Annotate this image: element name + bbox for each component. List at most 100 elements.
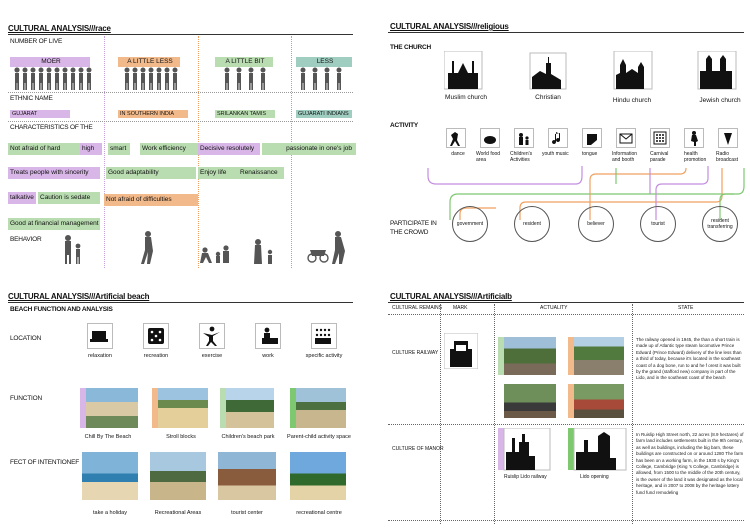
col-header-state: STATE <box>678 305 694 311</box>
function-4: Parent-child activity space <box>287 434 351 440</box>
manor-silhouettes <box>498 428 627 471</box>
information-icon <box>616 128 636 148</box>
radio-icon <box>718 128 738 148</box>
effect-1: take a holiday <box>93 510 127 516</box>
tourist-center-photo <box>218 452 276 500</box>
food-icon <box>480 128 500 148</box>
trait-caution: Caution is sedate <box>38 192 100 204</box>
activity-glyphs <box>450 131 732 146</box>
location-1: relaxation <box>88 353 112 359</box>
activity-1: dance <box>451 151 465 157</box>
recreational-area-photo <box>150 452 206 500</box>
activity-5: tongue <box>582 151 598 157</box>
music-icon <box>548 128 568 148</box>
manor-mark-area <box>444 428 494 468</box>
group-label-3: A LITTLE BIT <box>215 57 273 67</box>
location-5: specific activity <box>305 353 343 359</box>
number-of-live-label: NUMBER OF LIVE <box>10 38 63 45</box>
beach-subtitle: BEACH FUNCTION AND ANALYSIS <box>10 306 113 313</box>
location-4: work <box>262 353 274 359</box>
ethnic-2: IN SOUTHERN INDIA <box>118 110 188 118</box>
specific-activity-icon <box>311 323 337 349</box>
manor-caption-1: Ruislip Lido railway <box>504 474 547 480</box>
trait-enjoy-life: Enjoy life <box>198 167 246 179</box>
dance-icon <box>446 128 466 148</box>
behavior-figures <box>65 231 345 264</box>
health-icon <box>684 128 704 148</box>
behavior-label: BEHAVIOR <box>10 236 42 243</box>
church-label: THE CHURCH <box>390 44 431 51</box>
group-label-4: LESS <box>296 57 352 67</box>
church-silhouettes <box>444 51 737 90</box>
location-label: LOCATION <box>10 335 42 342</box>
parent-child-photo <box>296 388 346 428</box>
work-icon <box>255 323 281 349</box>
race-title: CULTURAL ANALYSIS///race <box>8 24 111 33</box>
holiday-photo <box>82 452 138 500</box>
activity-8: health promotion <box>684 151 707 163</box>
parade-icon <box>650 128 670 148</box>
row-railway-name: CULTURE RAILWAY <box>392 350 439 356</box>
activity-6: Information and booth <box>612 151 638 163</box>
trait-talkative: talkative <box>8 192 36 204</box>
activity-4: youth music <box>542 151 569 157</box>
trait-smart: smart <box>108 143 130 155</box>
children-park-photo <box>226 388 274 428</box>
location-2: recreation <box>143 353 169 359</box>
railway-photo-3 <box>504 384 556 418</box>
function-label: FUNCTION <box>10 395 42 402</box>
trait-renaissance: Renaissance <box>238 167 284 179</box>
exercise-icon <box>199 323 225 349</box>
railway-photo-4 <box>574 384 624 418</box>
relaxation-icon <box>87 323 113 349</box>
ethnic-name-label: ETHNIC NAME <box>10 95 53 102</box>
row-railway-state: The railway opened in 1945, the than a s… <box>636 337 742 381</box>
location-3: exercise <box>201 353 223 359</box>
group-label-2: A LITTLE LESS <box>118 57 180 67</box>
tongue-icon <box>582 128 602 148</box>
trait-adaptability: Good adaptability <box>106 167 196 179</box>
location-glyphs <box>90 326 331 346</box>
function-2: Stroll blocks <box>166 434 196 440</box>
activity-7: Carnival parade <box>650 151 669 163</box>
activity-9: Radio broadcast <box>716 151 738 163</box>
col-header-remains: CULTURAL REMAINS <box>392 305 443 311</box>
trait-hardwork: Not afraid of hard <box>8 143 88 155</box>
railway-mark-icon <box>444 333 478 369</box>
activity-label: ACTIVITY <box>390 122 419 129</box>
group-label-1: MOER <box>10 57 90 67</box>
crowd-believer: believer <box>578 206 614 242</box>
activity-3: Children's Activities <box>510 151 533 163</box>
trait-efficiency: Work efficiency <box>140 143 198 155</box>
effect-4: recreational centre <box>296 510 342 516</box>
beach-title: CULTURAL ANALYSIS///Artificial beach <box>8 292 150 301</box>
church-3: Hindu church <box>612 97 652 104</box>
crowd-resident: resident <box>514 206 550 242</box>
manor-caption-2: Lido opening <box>580 474 609 480</box>
church-4: Jewish church <box>699 97 741 104</box>
crowd-tourist: tourist <box>640 206 676 242</box>
participate-label: PARTICIPATE IN THE CROWD <box>390 220 437 236</box>
children-icon <box>514 128 534 148</box>
trait-sincerity: Treats people with sincerity <box>8 167 100 179</box>
col-header-actuality: ACTUALITY <box>540 305 568 311</box>
chill-beach-photo <box>86 388 138 428</box>
trait-decisive: Decisive resolutely <box>198 143 260 155</box>
ethnic-3: SRILANKAN TAMIS <box>215 110 275 118</box>
effect-3: tourist center <box>231 510 263 516</box>
recreation-icon <box>143 323 169 349</box>
railway-photo-1 <box>504 337 556 375</box>
connection-lines <box>427 166 745 220</box>
characteristics-label: CHARACTERISTICS OF THE <box>10 124 93 131</box>
trait-difficulties: Not afraid of difficulties <box>104 194 198 206</box>
col-header-mark: MARK <box>453 305 468 311</box>
row-manor-state: In Ruislip High Street north, 22 acres (… <box>636 432 744 495</box>
function-1: Chill By The Beach <box>84 434 132 440</box>
row-manor-name: CULTURE OF MANOR <box>392 446 444 452</box>
church-2: Christian <box>535 94 561 101</box>
table-title: CULTURAL ANALYSIS///Artificialb <box>390 292 512 301</box>
ethnic-1: GUJARAT <box>10 110 70 118</box>
function-3: Children's beach park <box>221 434 275 440</box>
church-1: Muslim church <box>445 94 487 101</box>
activity-2: World food area <box>476 151 501 163</box>
